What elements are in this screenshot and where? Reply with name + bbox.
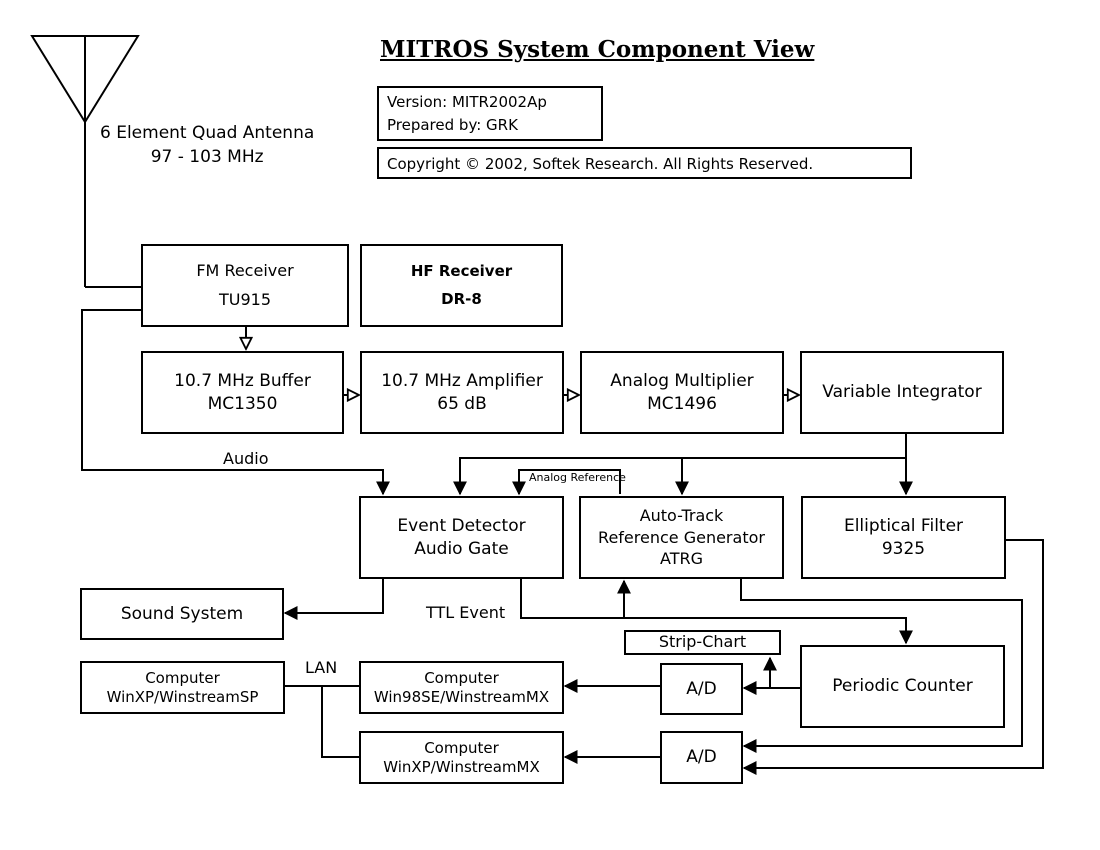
hf-receiver-box: HF Receiver DR-8 bbox=[360, 244, 563, 327]
computer-win98-box: Computer Win98SE/WinstreamMX bbox=[359, 661, 564, 714]
computer-winxp-mx-box: Computer WinXP/WinstreamMX bbox=[359, 731, 564, 784]
ad-converter-top-box: A/D bbox=[660, 663, 743, 715]
computer-winxp-mx-line2: WinXP/WinstreamMX bbox=[383, 757, 540, 776]
atrg-line2: Reference Generator bbox=[598, 527, 765, 547]
elliptical-filter-box: Elliptical Filter 9325 bbox=[801, 496, 1006, 579]
computer-winxp-sp-box: Computer WinXP/WinstreamSP bbox=[80, 661, 285, 714]
elliptical-filter-name: Elliptical Filter bbox=[843, 516, 964, 537]
fm-receiver-box: FM Receiver TU915 bbox=[141, 244, 349, 327]
ttl-event-label: TTL Event bbox=[426, 603, 506, 622]
lan-label: LAN bbox=[305, 658, 338, 677]
computer-win98-line1: Computer bbox=[424, 668, 499, 687]
sound-system-box: Sound System bbox=[80, 588, 284, 640]
version-text: Version: MITR2002Ap bbox=[387, 93, 547, 111]
ad-converter-bottom-label: A/D bbox=[686, 747, 717, 768]
multiplier-name: Analog Multiplier bbox=[610, 371, 754, 392]
analog-reference-label: Analog Reference bbox=[529, 471, 626, 484]
amplifier-name: 10.7 MHz Amplifier bbox=[381, 371, 543, 392]
amplifier-gain: 65 dB bbox=[437, 393, 487, 414]
fm-receiver-model: TU915 bbox=[218, 289, 272, 309]
buffer-model: MC1350 bbox=[207, 393, 278, 414]
info-block: Version: MITR2002Ap Prepared by: GRK bbox=[377, 86, 603, 141]
atrg-line3: ATRG bbox=[660, 549, 703, 569]
periodic-counter-box: Periodic Counter bbox=[800, 645, 1005, 728]
diagram-title: MITROS System Component View bbox=[380, 36, 815, 63]
atrg-box: Auto-Track Reference Generator ATRG bbox=[579, 496, 784, 579]
computer-winxp-mx-line1: Computer bbox=[424, 738, 499, 757]
hf-receiver-model: DR-8 bbox=[441, 289, 482, 308]
integrator-name: Variable Integrator bbox=[822, 382, 982, 403]
event-detector-box: Event Detector Audio Gate bbox=[359, 496, 564, 579]
elliptical-filter-model: 9325 bbox=[881, 538, 926, 559]
multiplier-box: Analog Multiplier MC1496 bbox=[580, 351, 784, 434]
periodic-counter-name: Periodic Counter bbox=[832, 676, 973, 697]
ad-converter-top-label: A/D bbox=[686, 678, 717, 699]
strip-chart-box: Strip-Chart bbox=[624, 630, 781, 655]
copyright-block: Copyright © 2002, Softek Research. All R… bbox=[377, 147, 912, 179]
audio-label: Audio bbox=[223, 449, 269, 468]
computer-winxp-sp-line1: Computer bbox=[145, 668, 220, 687]
copyright-text: Copyright © 2002, Softek Research. All R… bbox=[387, 155, 814, 173]
atrg-line1: Auto-Track bbox=[639, 506, 724, 526]
prepared-by-text: Prepared by: GRK bbox=[387, 116, 518, 135]
antenna-frequency: 97 - 103 MHz bbox=[150, 146, 264, 167]
strip-chart-name: Strip-Chart bbox=[658, 632, 747, 652]
event-detector-name: Event Detector bbox=[397, 516, 526, 537]
event-detector-model: Audio Gate bbox=[414, 538, 509, 559]
antenna-type: 6 Element Quad Antenna bbox=[100, 123, 315, 143]
hf-receiver-name: HF Receiver bbox=[410, 262, 513, 280]
computer-win98-line2: Win98SE/WinstreamMX bbox=[373, 687, 550, 706]
computer-winxp-sp-line2: WinXP/WinstreamSP bbox=[106, 687, 259, 706]
amplifier-box: 10.7 MHz Amplifier 65 dB bbox=[360, 351, 564, 434]
integrator-box: Variable Integrator bbox=[800, 351, 1004, 434]
buffer-box: 10.7 MHz Buffer MC1350 bbox=[141, 351, 344, 434]
antenna-label: 6 Element Quad Antenna 97 - 103 MHz bbox=[100, 122, 314, 170]
ad-converter-bottom-box: A/D bbox=[660, 731, 743, 784]
fm-receiver-name: FM Receiver bbox=[196, 260, 294, 280]
sound-system-name: Sound System bbox=[120, 603, 244, 624]
buffer-name: 10.7 MHz Buffer bbox=[174, 371, 311, 392]
multiplier-model: MC1496 bbox=[647, 393, 717, 414]
